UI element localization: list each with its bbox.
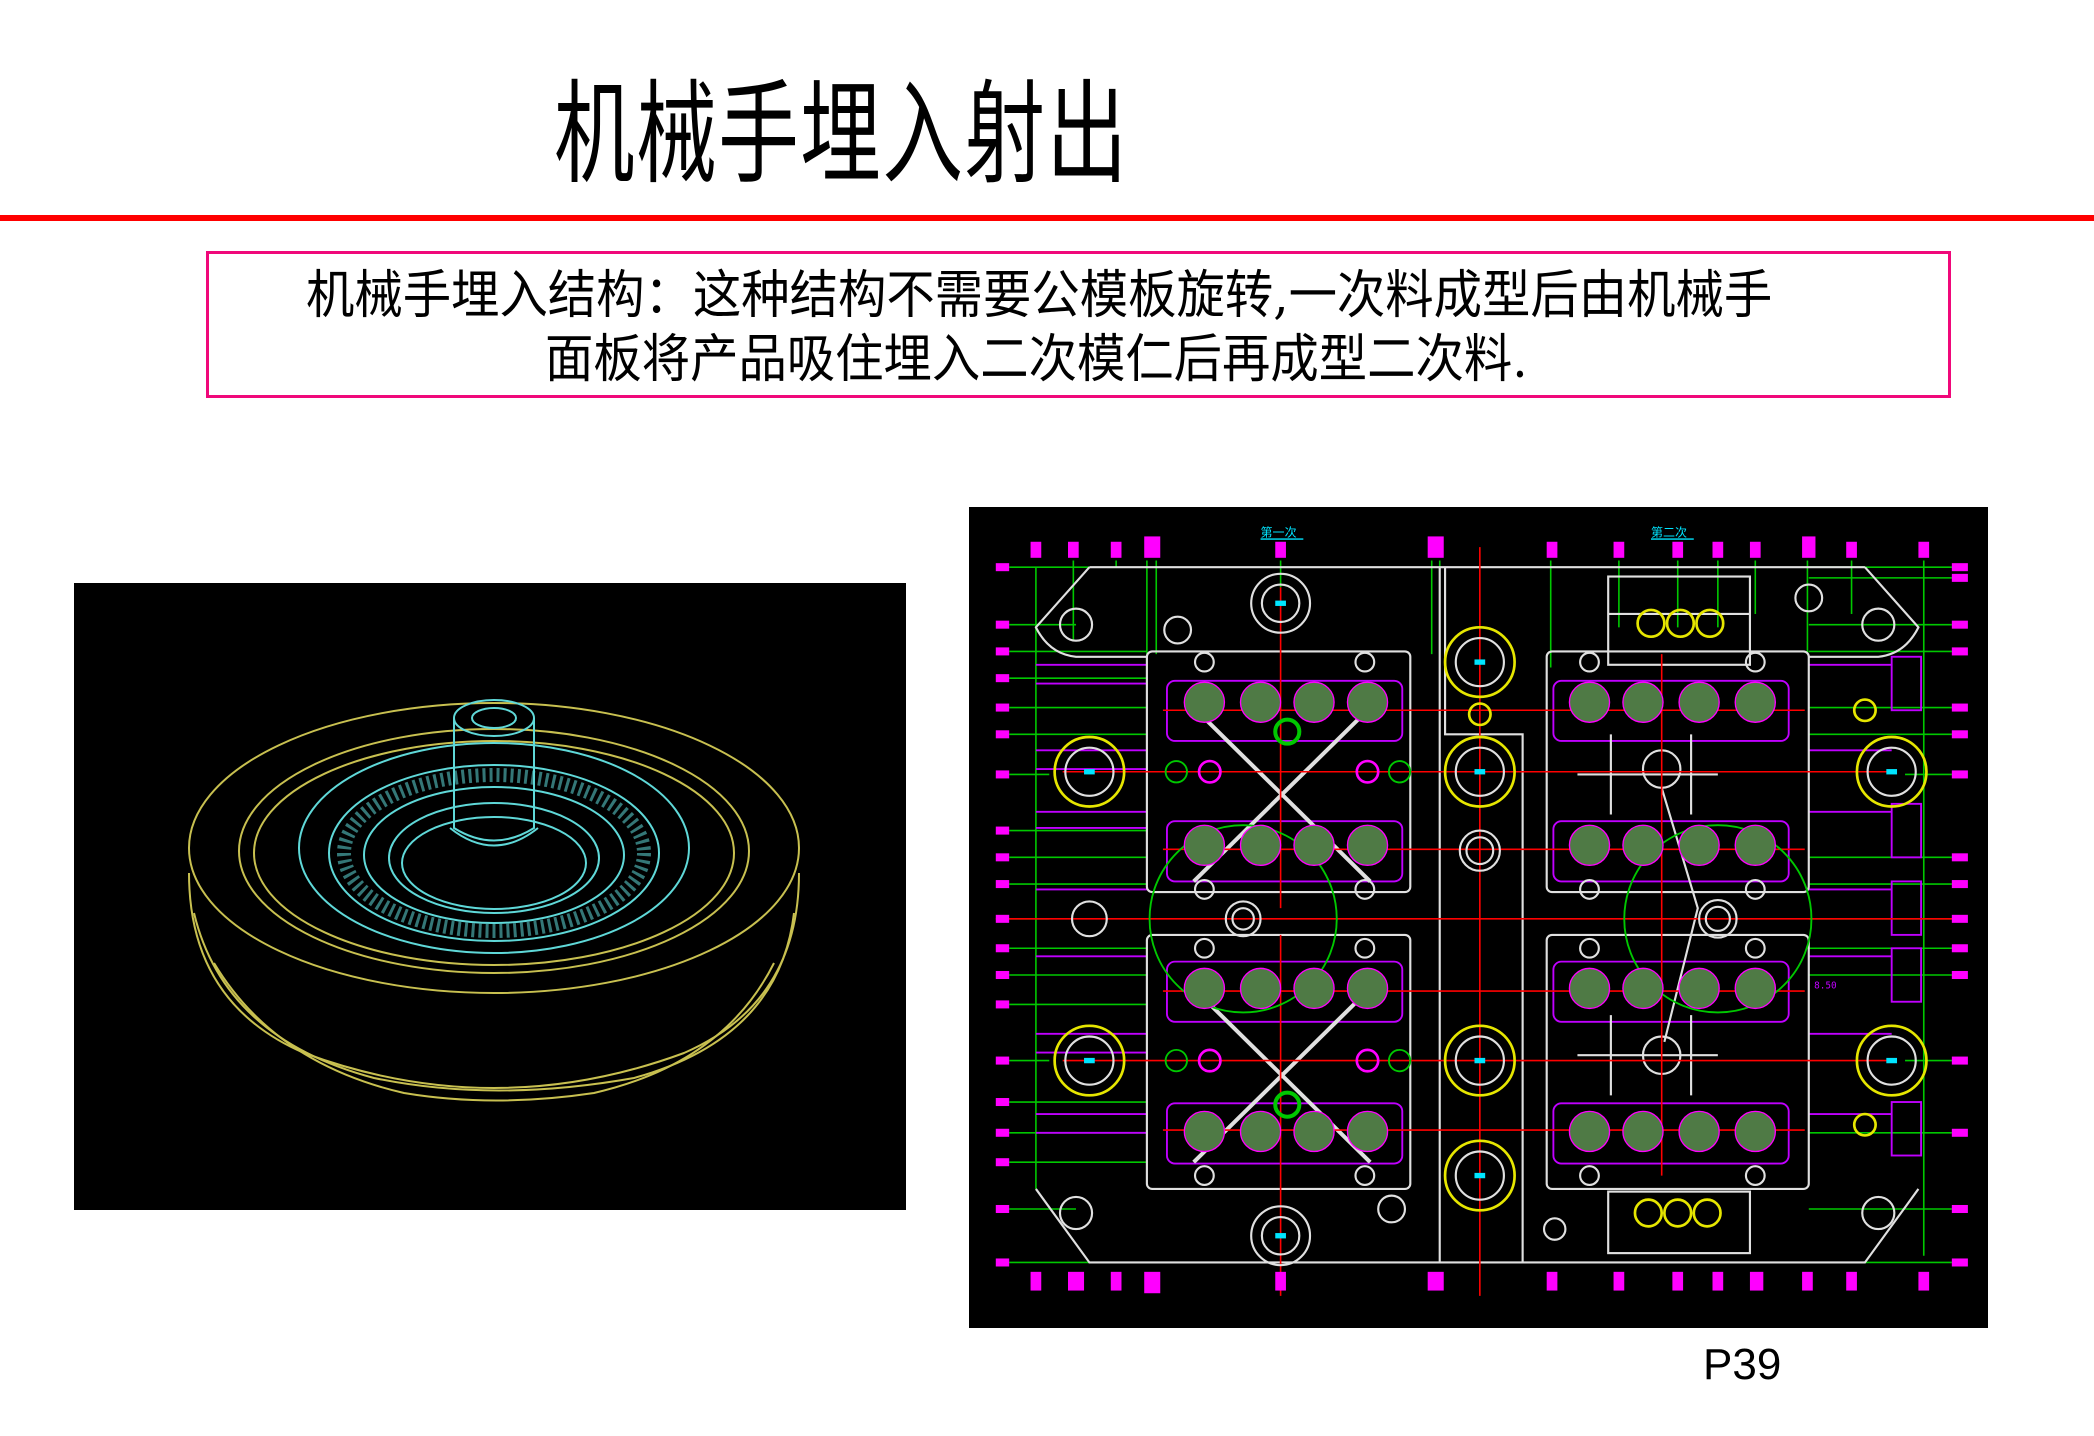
second-shot-label: 第二次 bbox=[1651, 525, 1687, 539]
part-3d-render bbox=[74, 583, 906, 1210]
dimension-note: 8.50 bbox=[1814, 980, 1837, 991]
description-callout: 机械手埋入结构：这种结构不需要公模板旋转,一次料成型后由机械手 面板将产品吸住埋… bbox=[206, 251, 1951, 398]
first-shot-label: 第一次 bbox=[1261, 525, 1297, 539]
cad-drawing-image: 第一次 第二次 8.50 bbox=[995, 525, 1968, 1296]
description-line-1: 机械手埋入结构：这种结构不需要公模板旋转,一次料成型后由机械手 bbox=[306, 266, 1773, 326]
mold-layout-drawing: 第一次 第二次 8.50 bbox=[969, 507, 1988, 1328]
title-divider bbox=[0, 215, 2094, 221]
part-wireframe-image bbox=[188, 699, 800, 1102]
page-number: P39 bbox=[1703, 1340, 1782, 1389]
slide-title: 机械手埋入射出 bbox=[554, 70, 1129, 200]
description-line-2: 面板将产品吸住埋入二次模仁后再成型二次料. bbox=[545, 330, 1528, 390]
